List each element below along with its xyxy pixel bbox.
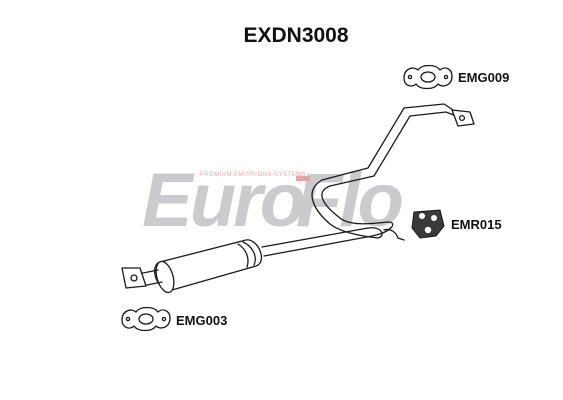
gasket-emg009: EMG009	[403, 64, 509, 90]
silencer-seam	[242, 241, 256, 266]
pipe-inner-edge	[263, 111, 467, 257]
silencer-seam-2	[237, 243, 249, 268]
part-label-emg003: EMG003	[176, 313, 227, 328]
silencer-inlet-end	[155, 260, 175, 294]
rubber-mount-icon	[411, 209, 445, 239]
hanger-hook	[383, 228, 405, 241]
watermark-tagline: PREMIUM EMISSIONS SYSTEMS	[200, 172, 306, 178]
gasket-icon	[403, 64, 453, 90]
rubber-mount-emr015: EMR015	[411, 209, 502, 239]
part-label-emr015: EMR015	[451, 217, 502, 232]
front-flange-bolt-hole	[458, 114, 466, 122]
rear-flange-bolt-hole	[130, 274, 138, 282]
part-label-emg009: EMG009	[458, 70, 509, 85]
gasket-bolt-hole	[407, 74, 413, 80]
front-flange	[451, 109, 475, 127]
mount-hole	[431, 215, 437, 221]
part-number-title: EXDN3008	[243, 24, 348, 47]
silencer-body	[154, 239, 262, 291]
mount-hole	[424, 226, 432, 234]
euroflo-watermark: Euro Flo PREMIUM EMISSIONS SYSTEMS	[142, 158, 405, 243]
gasket-bolt-hole	[125, 316, 131, 322]
mount-hole	[419, 213, 425, 219]
gasket-bolt-hole	[161, 316, 167, 322]
watermark-brand-euro: Euro	[142, 158, 304, 243]
gasket-bolt-hole	[443, 74, 449, 80]
rear-flange	[121, 267, 147, 289]
exhaust-pipe-assembly	[121, 103, 475, 294]
watermark-brand-flo: Flo	[296, 158, 402, 243]
gasket-hole	[420, 71, 436, 83]
watermark-accent-bar	[296, 176, 310, 181]
gasket-icon	[121, 306, 171, 332]
pipe-outer-edge	[261, 103, 457, 248]
gasket-emg003: EMG003	[121, 306, 227, 332]
gasket-hole	[138, 313, 154, 325]
